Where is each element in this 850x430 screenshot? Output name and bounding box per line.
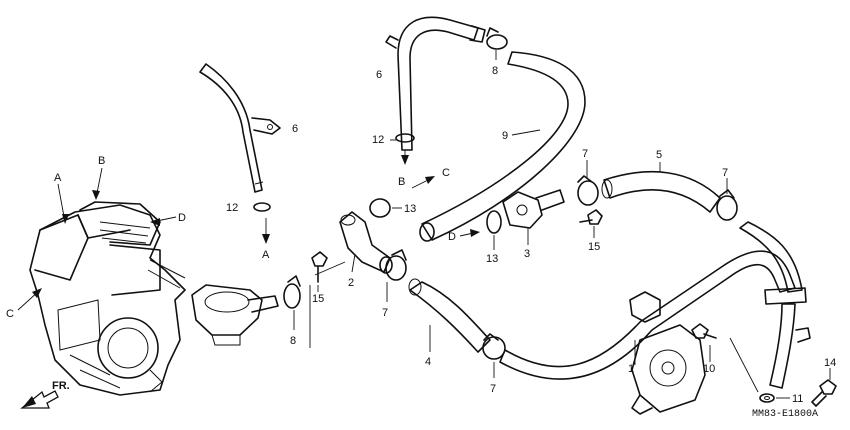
o-ring-13-upper [369,198,391,218]
callout-12-left: 12 [226,202,238,214]
callout-13-upper: 13 [404,203,416,215]
callout-15-right: 15 [588,241,600,253]
callout-12-top: 12 [372,134,384,146]
hose-clamp-7-c [716,189,738,221]
callout-7-d: 7 [490,383,496,395]
callout-7-c: 7 [722,167,728,179]
callout-11: 11 [792,393,803,405]
front-arrow [20,390,59,409]
hose-9 [419,51,586,242]
water-pipe-1 [499,221,811,389]
ref-b-engine: B [98,155,105,167]
hose-clamp-8-left [283,275,301,309]
hose-clamp-7-d [482,333,506,360]
thermostat-housing [191,284,279,346]
hose-5 [601,170,721,213]
callout-2: 2 [348,277,354,289]
water-pump-cover [631,324,706,415]
callout-9: 9 [502,130,508,142]
o-ring-12-top [395,133,415,143]
bolt-15-left [311,251,328,283]
callout-14: 14 [824,357,836,369]
callout-7-a: 7 [382,307,388,319]
callout-15-left: 15 [312,293,324,305]
ref-d-pipe: D [448,231,456,243]
ref-c-pipe: C [442,167,450,179]
hose-clamp-7-a [385,249,407,281]
water-pipe-top [385,16,486,151]
callout-4: 4 [425,356,431,368]
ref-a-engine: A [54,172,62,184]
outlet-fitting-3 [502,189,565,229]
bolt-10 [691,323,717,339]
callout-10: 10 [703,363,715,375]
callout-8-left: 8 [290,335,296,347]
callout-6-left: 6 [292,123,298,135]
hose-clamp-7-b [577,175,599,206]
o-ring-12-left [253,202,271,212]
bolt-14 [811,379,837,407]
ref-b-pipe: B [398,176,405,188]
bolt-15-right [579,209,603,225]
callout-7-b: 7 [582,148,588,160]
hose-clamp-8-top [486,27,508,50]
engine-ref-arrows [17,167,177,311]
callout-1: 1 [628,363,634,375]
ref-d-engine: D [178,212,186,224]
y-joint-2 [339,211,393,274]
callout-5: 5 [656,149,662,161]
o-ring-13-lower [486,210,502,234]
engine-block [29,201,186,396]
diagram-code: MM83-E1800A [752,409,818,420]
ref-a-pipe: A [262,249,270,261]
washer-11 [759,393,775,403]
ref-c-engine: C [6,308,14,320]
callout-8-top: 8 [492,65,498,77]
water-pipe-left [199,63,281,193]
hose-4 [408,278,491,353]
callout-6-top: 6 [376,69,382,81]
front-label: FR. [52,380,70,392]
callout-13-lower: 13 [486,253,498,265]
callout-3: 3 [524,248,530,260]
